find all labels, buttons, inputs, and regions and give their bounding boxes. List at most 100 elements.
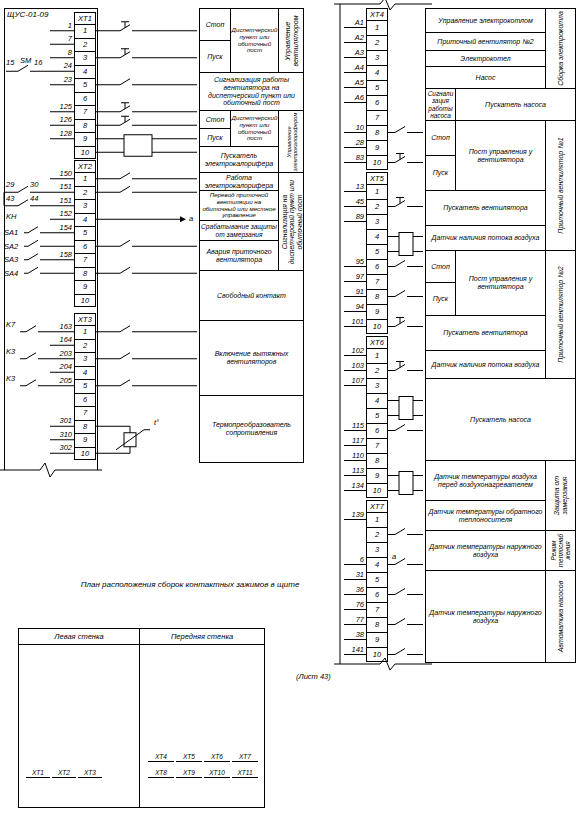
terminal-number: 7 [367,111,387,126]
cabinet-frame: ЩУС-01-09XT112345678910XT212345678910XT3… [4,8,98,470]
wire [96,57,120,58]
wire [38,385,74,386]
terminal-number: 6 [75,241,95,255]
wire [388,266,395,267]
wire [132,246,197,247]
terminal-number: 3 [75,353,95,367]
wire [125,116,126,122]
label-text: SA2 [4,242,18,251]
wire [407,162,423,163]
wire [24,273,28,274]
wire [344,519,366,520]
terminal-assembly: XT10 [204,768,230,778]
cell-text: Термопреобразователь сопротивления [200,396,303,462]
cell-text: Свободный контакт [200,271,303,320]
wire [344,355,366,356]
wire-number: 128 [32,129,72,138]
wire-number: 117 [324,436,364,445]
wire [413,490,423,491]
panel-border [340,4,341,664]
terminal-number: 5 [75,227,95,241]
wire-number: 301 [32,416,72,425]
cell-text: Включение вытяжных вентиляторов [200,321,303,395]
table-cell: Включение вытяжных вентиляторов [199,320,304,396]
table-cell-vertical: Режим теплоснабжения [545,530,576,571]
wire [26,353,36,359]
wire [407,594,423,595]
wire-number: 7 [32,34,72,43]
wire [38,331,74,332]
table-cell: Датчик наличия потока воздуха [425,225,546,251]
wire [96,30,120,31]
wire [20,385,26,386]
wire [388,624,395,625]
wire [413,400,423,401]
terminal-number: 2 [367,528,387,543]
wire-number: 204 [32,362,72,371]
cell-text: Пускатель вентилятора [426,316,545,350]
wire [400,198,401,204]
wire [120,79,130,85]
wire [413,236,423,237]
wire [50,30,74,31]
wire [30,205,74,206]
wire [132,84,197,85]
cell-text: Пускатель насоса [456,89,575,120]
terminal-number: 4 [367,394,387,409]
wire-number: 125 [32,102,72,111]
wire-number: 28 [324,138,364,147]
terminal-number: 2 [367,200,387,215]
terminal-number: 8 [75,421,95,435]
table-cell: Стоп [425,250,456,283]
table-cell: Электрокотел [425,50,546,67]
wire-number: 115 [324,421,364,430]
table-cell: Авария приточного вентилятора [199,240,279,271]
wire [18,186,28,192]
wire-number: 10 [324,123,364,132]
cell-text: Сигнализация работы вентилятора на диспе… [200,73,303,110]
terminal-number: 1 [367,21,387,36]
wire-number: А3 [324,48,364,57]
wire [132,273,197,274]
wire [344,609,366,610]
wire-number: 163 [32,322,72,331]
terminal-number: 6 [75,394,95,408]
wire-number: 24 [32,61,72,70]
wire [395,619,405,625]
terminal-block: XT112345678910 [74,12,96,159]
wire [120,353,130,359]
wire-number: 97 [324,272,364,281]
label-text: K3 [6,374,15,383]
terminal-block: XT712345678910 [366,500,388,662]
wire [38,358,74,359]
cell-text-vertical: Приточный вентилятор №2 [546,251,575,378]
wire [407,326,423,327]
wall-plan: Передняя стенкаXT4XT5XT6XT7XT8XT9XT10XT1… [139,628,265,808]
wire-number: 164 [32,335,72,344]
terminal-number: 3 [75,52,95,66]
wire-number: 150 [32,169,72,178]
assembly-name: XT11 [232,768,258,777]
wire-number: 8 [32,48,72,57]
wire-number: 205 [32,376,72,385]
wire [28,240,38,246]
wire [132,192,197,193]
wire [407,266,423,267]
cell-text: Датчик температуры обратного теплоносите… [426,501,545,530]
wire [344,191,366,192]
assembly-name: XT4 [148,752,174,761]
table-cell: Срабатывание защиты от замерзания [199,220,279,241]
wire [132,125,197,126]
assembly-name: XT9 [176,768,202,777]
wire [396,197,404,198]
table-cell: Термопреобразователь сопротивления [199,395,304,463]
assembly-name: XT1 [26,768,50,777]
table-cell-vertical: Приточный вентилятор №2 [545,250,576,379]
wire [344,147,366,148]
wire-number: 110 [324,451,364,460]
terminal-number: 7 [367,439,387,454]
table-cell: Перевод приточной вентиляции на обиточны… [199,190,279,221]
wire [344,102,366,103]
terminal-number: 10 [367,320,387,335]
table-cell: Насос [425,66,546,89]
